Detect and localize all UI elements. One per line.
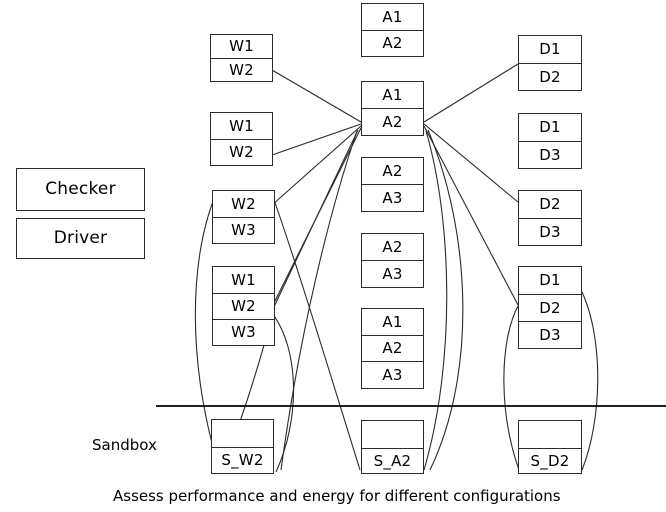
stack-cell: S_A2: [362, 448, 423, 473]
stack-w-2[interactable]: W1 W2: [210, 112, 273, 166]
stack-a-3[interactable]: A2 A3: [361, 157, 424, 212]
block-driver[interactable]: Driver: [16, 218, 145, 259]
stack-a-1[interactable]: A1 A2: [361, 3, 424, 57]
connector-d4-to-sandbox-d-right: [581, 291, 599, 471]
stack-a-5[interactable]: A1 A2 A3: [361, 308, 424, 389]
connector-w4b-to-hub: [271, 129, 359, 312]
stack-cell: W2: [213, 293, 274, 319]
stack-cell: W3: [213, 319, 274, 345]
stack-cell: D2: [519, 63, 581, 90]
connector-hub-to-sandbox-w: [280, 130, 358, 471]
stack-cell: D2: [519, 294, 581, 321]
sandbox-label: Sandbox: [92, 436, 157, 454]
stack-sandbox-w[interactable]: S_W2: [211, 419, 274, 474]
stack-cell: W2: [231, 194, 256, 213]
block-checker-label: Checker: [45, 179, 116, 199]
stack-cell: A1: [382, 85, 403, 104]
connector-hub-to-d1: [423, 63, 519, 123]
connector-w3-cross-a: [273, 199, 361, 471]
stack-w-4[interactable]: W1 W2 W3: [212, 266, 275, 346]
stack-cell: S_D2: [519, 448, 581, 473]
stack-cell: A3: [362, 361, 423, 388]
connector-hub-to-sandbox-a-right: [427, 129, 464, 471]
stack-cell: W3: [213, 217, 274, 243]
stack-cell: D1: [539, 118, 561, 136]
block-driver-label: Driver: [53, 228, 108, 248]
stack-cell: A3: [362, 260, 423, 287]
stack-cell: A3: [362, 184, 423, 211]
stack-d-1[interactable]: D1 D2: [518, 35, 582, 91]
connector-hub-to-d3: [423, 123, 519, 203]
stack-cell: S_W2: [212, 447, 273, 473]
stack-cell: A2: [382, 161, 403, 180]
stack-sandbox-d[interactable]: S_D2: [518, 420, 582, 474]
stack-a-2-hub[interactable]: A1 A2: [361, 81, 424, 136]
stack-cell: W2: [211, 139, 272, 165]
stack-cell-empty: [362, 421, 423, 448]
connector-w2-to-hub: [271, 123, 362, 156]
stack-cell: D1: [539, 271, 561, 289]
connector-hub-to-d4: [423, 125, 519, 306]
stack-cell: D2: [539, 195, 561, 213]
stack-cell: A1: [382, 312, 403, 331]
block-checker[interactable]: Checker: [16, 168, 145, 211]
stack-cell: W1: [229, 37, 254, 55]
stack-cell-hub: A2: [362, 108, 423, 135]
connector-d4-to-sandbox-d-left: [503, 305, 520, 471]
connector-w4-to-sandbox-w: [271, 312, 295, 473]
stack-cell: A1: [382, 7, 403, 26]
stack-w-3[interactable]: W2 W3: [212, 190, 275, 244]
stack-w-1[interactable]: W1 W2: [210, 34, 273, 82]
stack-cell: D3: [519, 141, 581, 168]
connector-w1-to-hub: [271, 69, 362, 123]
stack-cell: A2: [382, 237, 403, 256]
stack-cell: D3: [519, 218, 581, 245]
stack-cell: A2: [362, 30, 423, 56]
stack-cell: D1: [539, 40, 561, 58]
connector-hub-to-sandbox-a-left: [423, 130, 448, 471]
stack-cell: A2: [362, 335, 423, 361]
stack-sandbox-a[interactable]: S_A2: [361, 420, 424, 474]
stack-cell: W1: [229, 116, 254, 135]
connector-w3-to-hub: [271, 125, 362, 206]
stack-cell: W1: [231, 270, 256, 289]
stack-cell-empty: [212, 420, 273, 447]
stack-cell: W2: [211, 58, 272, 81]
stack-cell-empty: [519, 421, 581, 448]
connector-w3-to-sandbox-w: [194, 195, 221, 473]
stack-cell: D3: [519, 321, 581, 348]
stack-d-2[interactable]: D1 D3: [518, 113, 582, 169]
stack-a-4[interactable]: A2 A3: [361, 233, 424, 288]
diagram-caption: Assess performance and energy for differ…: [113, 487, 561, 505]
stack-d-3[interactable]: D2 D3: [518, 190, 582, 246]
stack-d-4[interactable]: D1 D2 D3: [518, 266, 582, 349]
